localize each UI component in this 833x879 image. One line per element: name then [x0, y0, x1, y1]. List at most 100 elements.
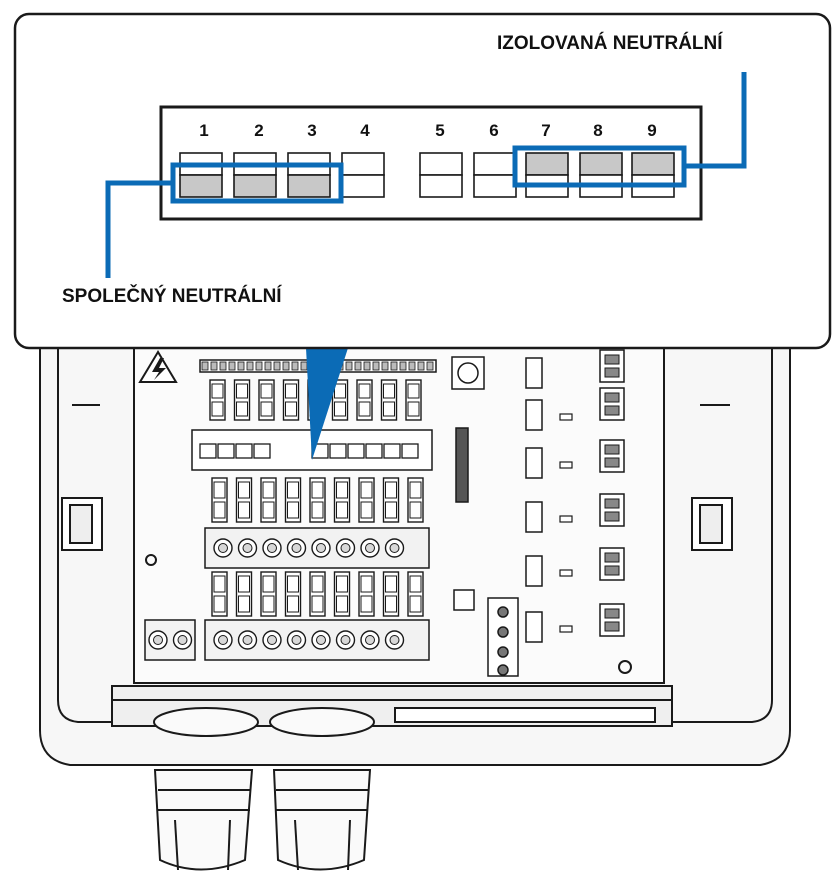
- breaker-lever: [361, 502, 372, 518]
- breaker-lever: [410, 502, 421, 518]
- breaker-lever: [212, 402, 223, 416]
- breaker-lever: [410, 596, 421, 612]
- rail-block: [247, 362, 253, 370]
- connector-pin: [605, 566, 619, 575]
- breaker-lever: [410, 576, 421, 592]
- isolated-neutral-label: IZOLOVANÁ NEUTRÁLNÍ: [497, 33, 723, 55]
- breaker-lever: [239, 596, 250, 612]
- terminal-cell-lower-2: [234, 175, 276, 197]
- breaker-lever: [337, 596, 348, 612]
- breaker-lever: [337, 576, 348, 592]
- breaker-lever: [239, 482, 250, 498]
- relay: [526, 502, 542, 532]
- breaker-row-lower: [212, 572, 423, 616]
- terminal-cell-lower-5: [420, 175, 462, 197]
- connector-pin: [605, 458, 619, 467]
- rail-block: [202, 362, 208, 370]
- terminal-cell-upper-5: [420, 153, 462, 175]
- screw-head: [341, 544, 350, 553]
- breaker-lever: [312, 596, 323, 612]
- neutral-bar-terminal: [236, 444, 252, 458]
- screw-head: [341, 636, 350, 645]
- breaker-lever: [312, 576, 323, 592]
- connector-pin: [605, 622, 619, 631]
- neutral-bar-terminal: [200, 444, 216, 458]
- breaker-lever: [408, 402, 419, 416]
- rail-block: [418, 362, 424, 370]
- breaker-lever: [286, 384, 297, 398]
- screw-head: [317, 636, 326, 645]
- breaker-lever: [261, 384, 272, 398]
- breaker-lever: [214, 576, 225, 592]
- rail-block: [364, 362, 370, 370]
- terminal-cell-lower-3: [288, 175, 330, 197]
- rail-block: [265, 362, 271, 370]
- rail-block: [355, 362, 361, 370]
- breaker-lever: [286, 402, 297, 416]
- rail-block: [346, 362, 352, 370]
- terminal-number-7: 7: [536, 121, 556, 141]
- rail-block: [427, 362, 433, 370]
- terminal-cell-upper-9: [632, 153, 674, 175]
- breaker-lever: [386, 502, 397, 518]
- rail-block: [382, 362, 388, 370]
- breaker-lever: [361, 596, 372, 612]
- screw-head: [268, 544, 277, 553]
- breaker-lever: [288, 502, 299, 518]
- breaker-lever: [384, 384, 395, 398]
- connector-pin: [605, 609, 619, 618]
- breaker-lever: [410, 482, 421, 498]
- breaker-lever: [261, 402, 272, 416]
- terminal-number-8: 8: [588, 121, 608, 141]
- rail-block: [301, 362, 307, 370]
- terminal-number-4: 4: [355, 121, 375, 141]
- neutral-bar-terminal: [348, 444, 364, 458]
- screw-head: [219, 636, 228, 645]
- rail-block: [274, 362, 280, 370]
- relay: [526, 448, 542, 478]
- connector-pin: [605, 355, 619, 364]
- neutral-bar-terminal: [384, 444, 400, 458]
- terminal-number-5: 5: [430, 121, 450, 141]
- rail-block: [400, 362, 406, 370]
- relay-led: [560, 626, 572, 632]
- common-neutral-label: SPOLEČNÝ NEUTRÁLNÍ: [62, 286, 282, 308]
- breaker-lever: [337, 482, 348, 498]
- relay: [526, 400, 542, 430]
- terminal-number-1: 1: [194, 121, 214, 141]
- screw-head: [292, 636, 301, 645]
- rail-block: [229, 362, 235, 370]
- breaker-lever: [263, 576, 274, 592]
- breaker-lever: [337, 502, 348, 518]
- terminal-cell-upper-8: [580, 153, 622, 175]
- breaker-lever: [361, 482, 372, 498]
- breaker-lever: [312, 482, 323, 498]
- terminal-cell-upper-4: [342, 153, 384, 175]
- terminal-cell-lower-1: [180, 175, 222, 197]
- breaker-lever: [386, 482, 397, 498]
- rail-block: [373, 362, 379, 370]
- breaker-row-middle: [212, 478, 423, 522]
- relay: [526, 612, 542, 642]
- breaker-lever: [239, 502, 250, 518]
- connector-pin: [605, 499, 619, 508]
- screw-terminals-bottom: [149, 631, 404, 649]
- relay-led: [560, 414, 572, 420]
- neutral-bar-terminal: [254, 444, 270, 458]
- breaker-lever: [263, 502, 274, 518]
- rail-block: [256, 362, 262, 370]
- screw-head: [366, 544, 375, 553]
- rail-block: [391, 362, 397, 370]
- terminal-number-6: 6: [484, 121, 504, 141]
- rail-block: [283, 362, 289, 370]
- terminal-number-9: 9: [642, 121, 662, 141]
- breaker-lever: [312, 502, 323, 518]
- terminal-number-3: 3: [302, 121, 322, 141]
- rail-block: [292, 362, 298, 370]
- breaker-lever: [288, 576, 299, 592]
- connector-pin: [605, 553, 619, 562]
- connector-pin: [605, 512, 619, 521]
- terminal-cell-upper-6: [474, 153, 516, 175]
- neutral-bar-terminal: [218, 444, 234, 458]
- rail-block: [211, 362, 217, 370]
